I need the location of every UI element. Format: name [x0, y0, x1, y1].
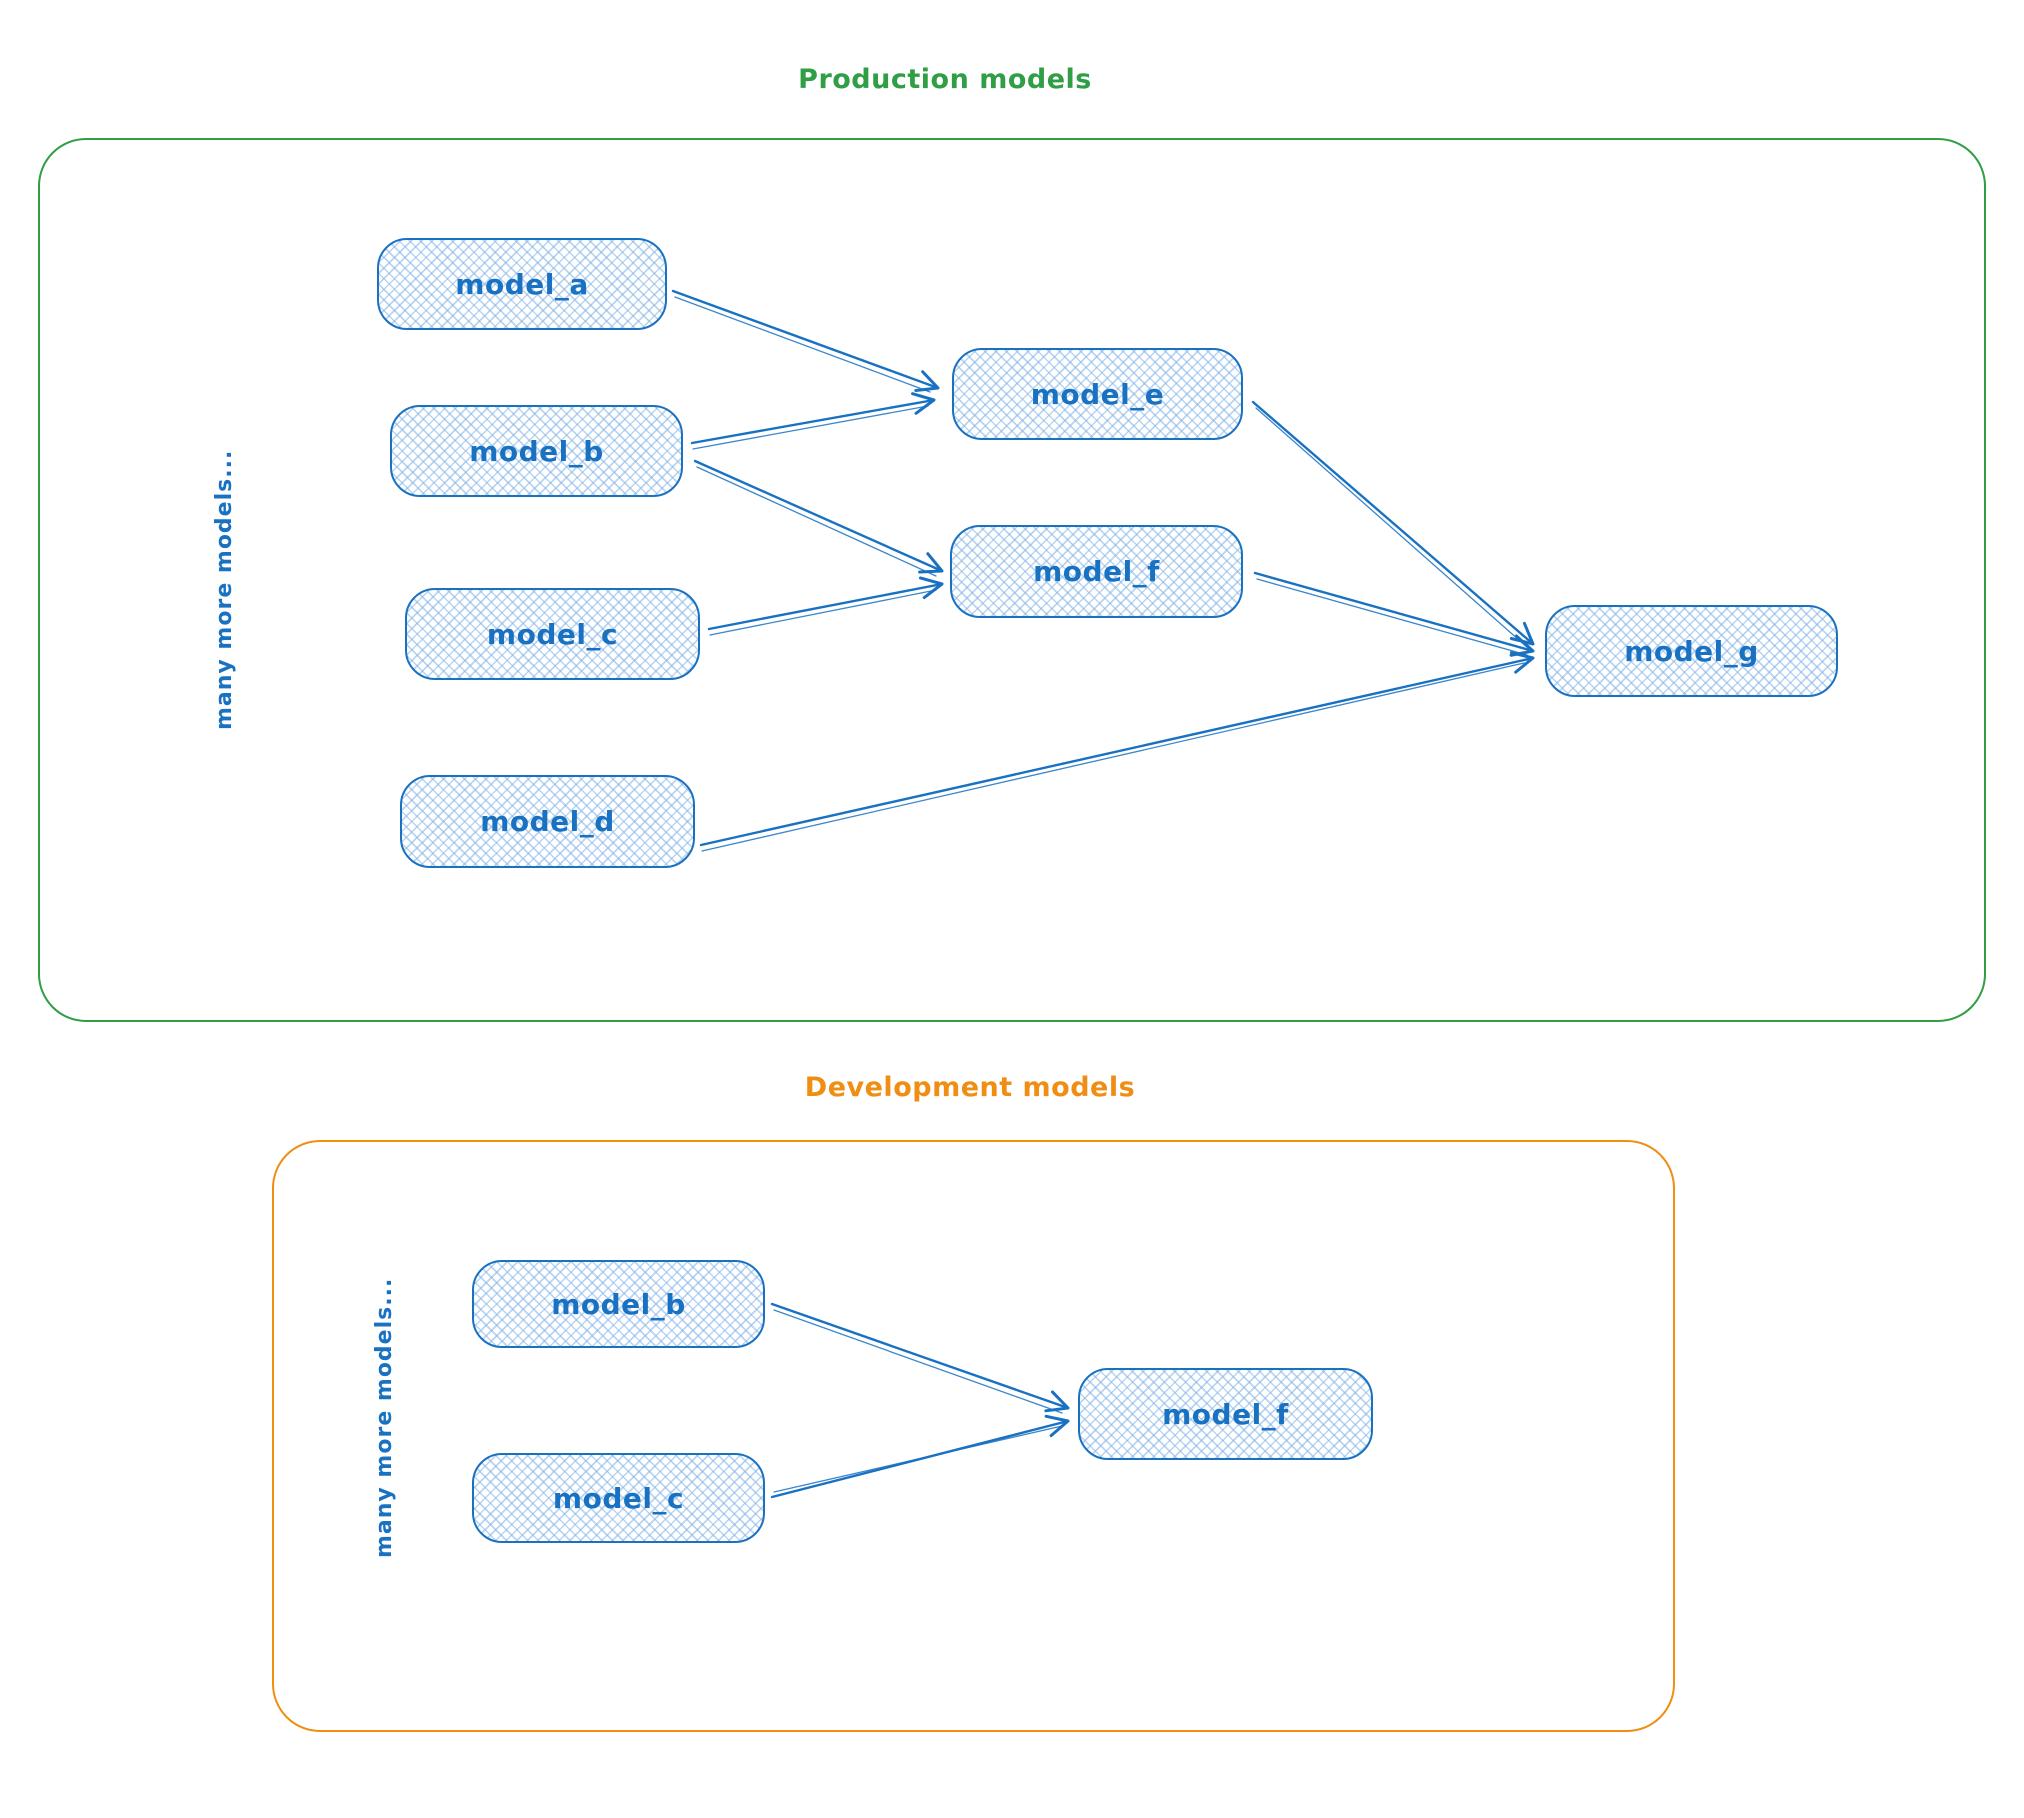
- node-label: model_b: [551, 1287, 686, 1321]
- production-section-frame: [38, 138, 1986, 1022]
- node-production-model-f: model_f: [950, 525, 1243, 618]
- development-section-title: Development models: [804, 1072, 1136, 1103]
- node-production-model-g: model_g: [1545, 605, 1838, 697]
- node-label: model_d: [480, 805, 615, 838]
- node-development-model-c: model_c: [472, 1453, 765, 1543]
- node-label: model_e: [1030, 377, 1165, 411]
- node-development-model-b: model_b: [472, 1260, 765, 1348]
- node-production-model-d: model_d: [400, 775, 695, 868]
- node-production-model-a: model_a: [377, 238, 667, 330]
- node-production-model-b: model_b: [390, 405, 683, 497]
- node-label: model_g: [1624, 634, 1759, 668]
- node-label: model_b: [469, 434, 604, 468]
- production-side-note: many more models...: [212, 449, 237, 730]
- development-section-frame: [272, 1140, 1675, 1732]
- node-production-model-c: model_c: [405, 588, 700, 680]
- node-development-model-f: model_f: [1078, 1368, 1373, 1460]
- production-section-title: Production models: [798, 64, 1092, 95]
- node-label: model_f: [1033, 555, 1160, 588]
- node-production-model-e: model_e: [952, 348, 1243, 440]
- node-label: model_f: [1162, 1397, 1289, 1431]
- node-label: model_c: [552, 1481, 685, 1515]
- node-label: model_a: [455, 267, 589, 301]
- node-label: model_c: [486, 617, 619, 651]
- development-side-note: many more models...: [372, 1277, 397, 1558]
